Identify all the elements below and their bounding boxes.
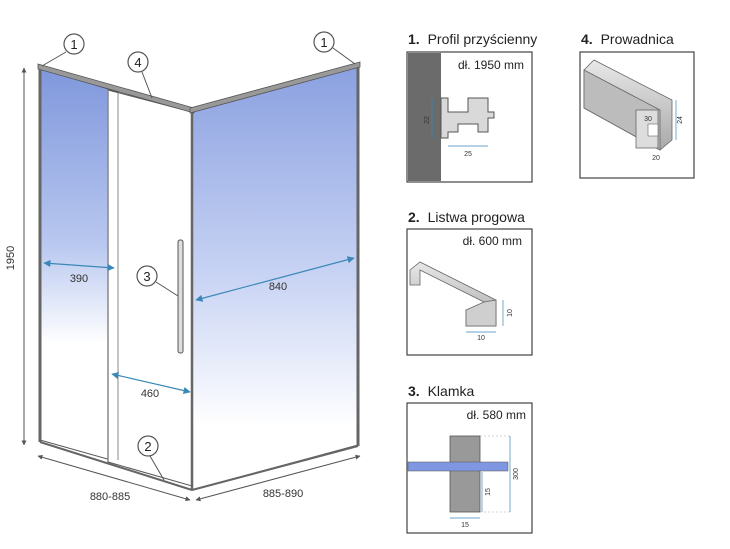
detail-2-number: 2. — [408, 209, 420, 225]
detail-3-length: dł. 580 mm — [467, 408, 526, 422]
side-glass-panel — [191, 65, 359, 491]
detail-1-dim-width: 25 — [464, 151, 472, 158]
detail-2-title: Listwa progowa — [428, 209, 525, 225]
callout-2: 2 — [137, 435, 165, 481]
detail-2-dim-width: 10 — [477, 335, 485, 342]
top-rail-front — [37, 63, 195, 114]
svg-text:2: 2 — [144, 439, 151, 454]
callout-3: 3 — [136, 265, 179, 297]
dim-side-width-line — [195, 454, 361, 502]
glass-section — [407, 461, 509, 472]
detail-threshold-strip: 2. Listwa progowa dł. 600 mm 10 10 — [406, 209, 533, 356]
height-dimension-label: 1950 — [5, 246, 17, 270]
detail-2-dim-height: 10 — [507, 309, 514, 317]
dim-390-label: 390 — [70, 273, 88, 285]
detail-wall-profile: 1. Profil przyścienny dł. 1950 mm 22 25 — [406, 31, 537, 183]
dim-side-width-label: 885-890 — [263, 488, 303, 500]
detail-1-number: 1. — [408, 31, 420, 47]
callout-4: 4 — [127, 51, 153, 99]
detail-3-title: Klamka — [428, 383, 475, 399]
detail-4-dim-height: 24 — [677, 116, 684, 124]
svg-text:4: 4 — [134, 55, 141, 70]
dim-840-label: 840 — [269, 281, 287, 293]
detail-4-dim-width: 20 — [652, 155, 660, 162]
detail-1-length: dł. 1950 mm — [458, 58, 524, 72]
svg-text:1: 1 — [70, 37, 77, 52]
svg-text:1: 1 — [320, 35, 327, 50]
detail-3-dim-width: 15 — [461, 522, 469, 529]
svg-text:3. Klamka: 3. Klamka — [408, 383, 474, 399]
wall-profile-section — [440, 97, 495, 139]
door-handle — [177, 239, 184, 354]
detail-guide-rail: 4. Prowadnica 24 20 30 — [579, 31, 695, 179]
dim-390-line — [43, 259, 115, 272]
detail-4-title: Prowadnica — [601, 31, 674, 47]
dim-840-line — [195, 256, 355, 302]
detail-4-number: 4. — [581, 31, 593, 47]
svg-text:4. Prowadnica: 4. Prowadnica — [581, 31, 674, 47]
enclosure-drawing: 1950 390 460 840 880-885 885 — [5, 31, 361, 503]
detail-1-title: Profil przyścienny — [428, 31, 538, 47]
top-rail-side — [189, 61, 361, 114]
callout-1-right: 1 — [313, 31, 356, 65]
dim-door-width-label: 880-885 — [90, 491, 130, 503]
svg-text:1. Profil przyścienny: 1. Profil przyścienny — [408, 31, 537, 47]
detail-3-dim-depth: 15 — [485, 488, 492, 496]
detail-2-length: dł. 600 mm — [463, 234, 522, 248]
detail-3-dim-total: 300 — [513, 468, 520, 480]
detail-3-number: 3. — [408, 383, 420, 399]
dim-460-line — [111, 371, 191, 395]
dim-460-label: 460 — [141, 388, 159, 400]
svg-text:3: 3 — [143, 269, 150, 284]
wall-section — [408, 53, 441, 181]
detail-handle: 3. Klamka dł. 580 mm 300 15 15 — [406, 383, 533, 534]
detail-4-dim-inner: 30 — [644, 116, 652, 123]
svg-text:2. Listwa progowa: 2. Listwa progowa — [408, 209, 525, 225]
callout-1-left: 1 — [41, 33, 85, 67]
dim-door-width-line — [37, 454, 191, 502]
handle-section — [449, 435, 481, 513]
detail-1-dim-height: 22 — [424, 116, 431, 124]
